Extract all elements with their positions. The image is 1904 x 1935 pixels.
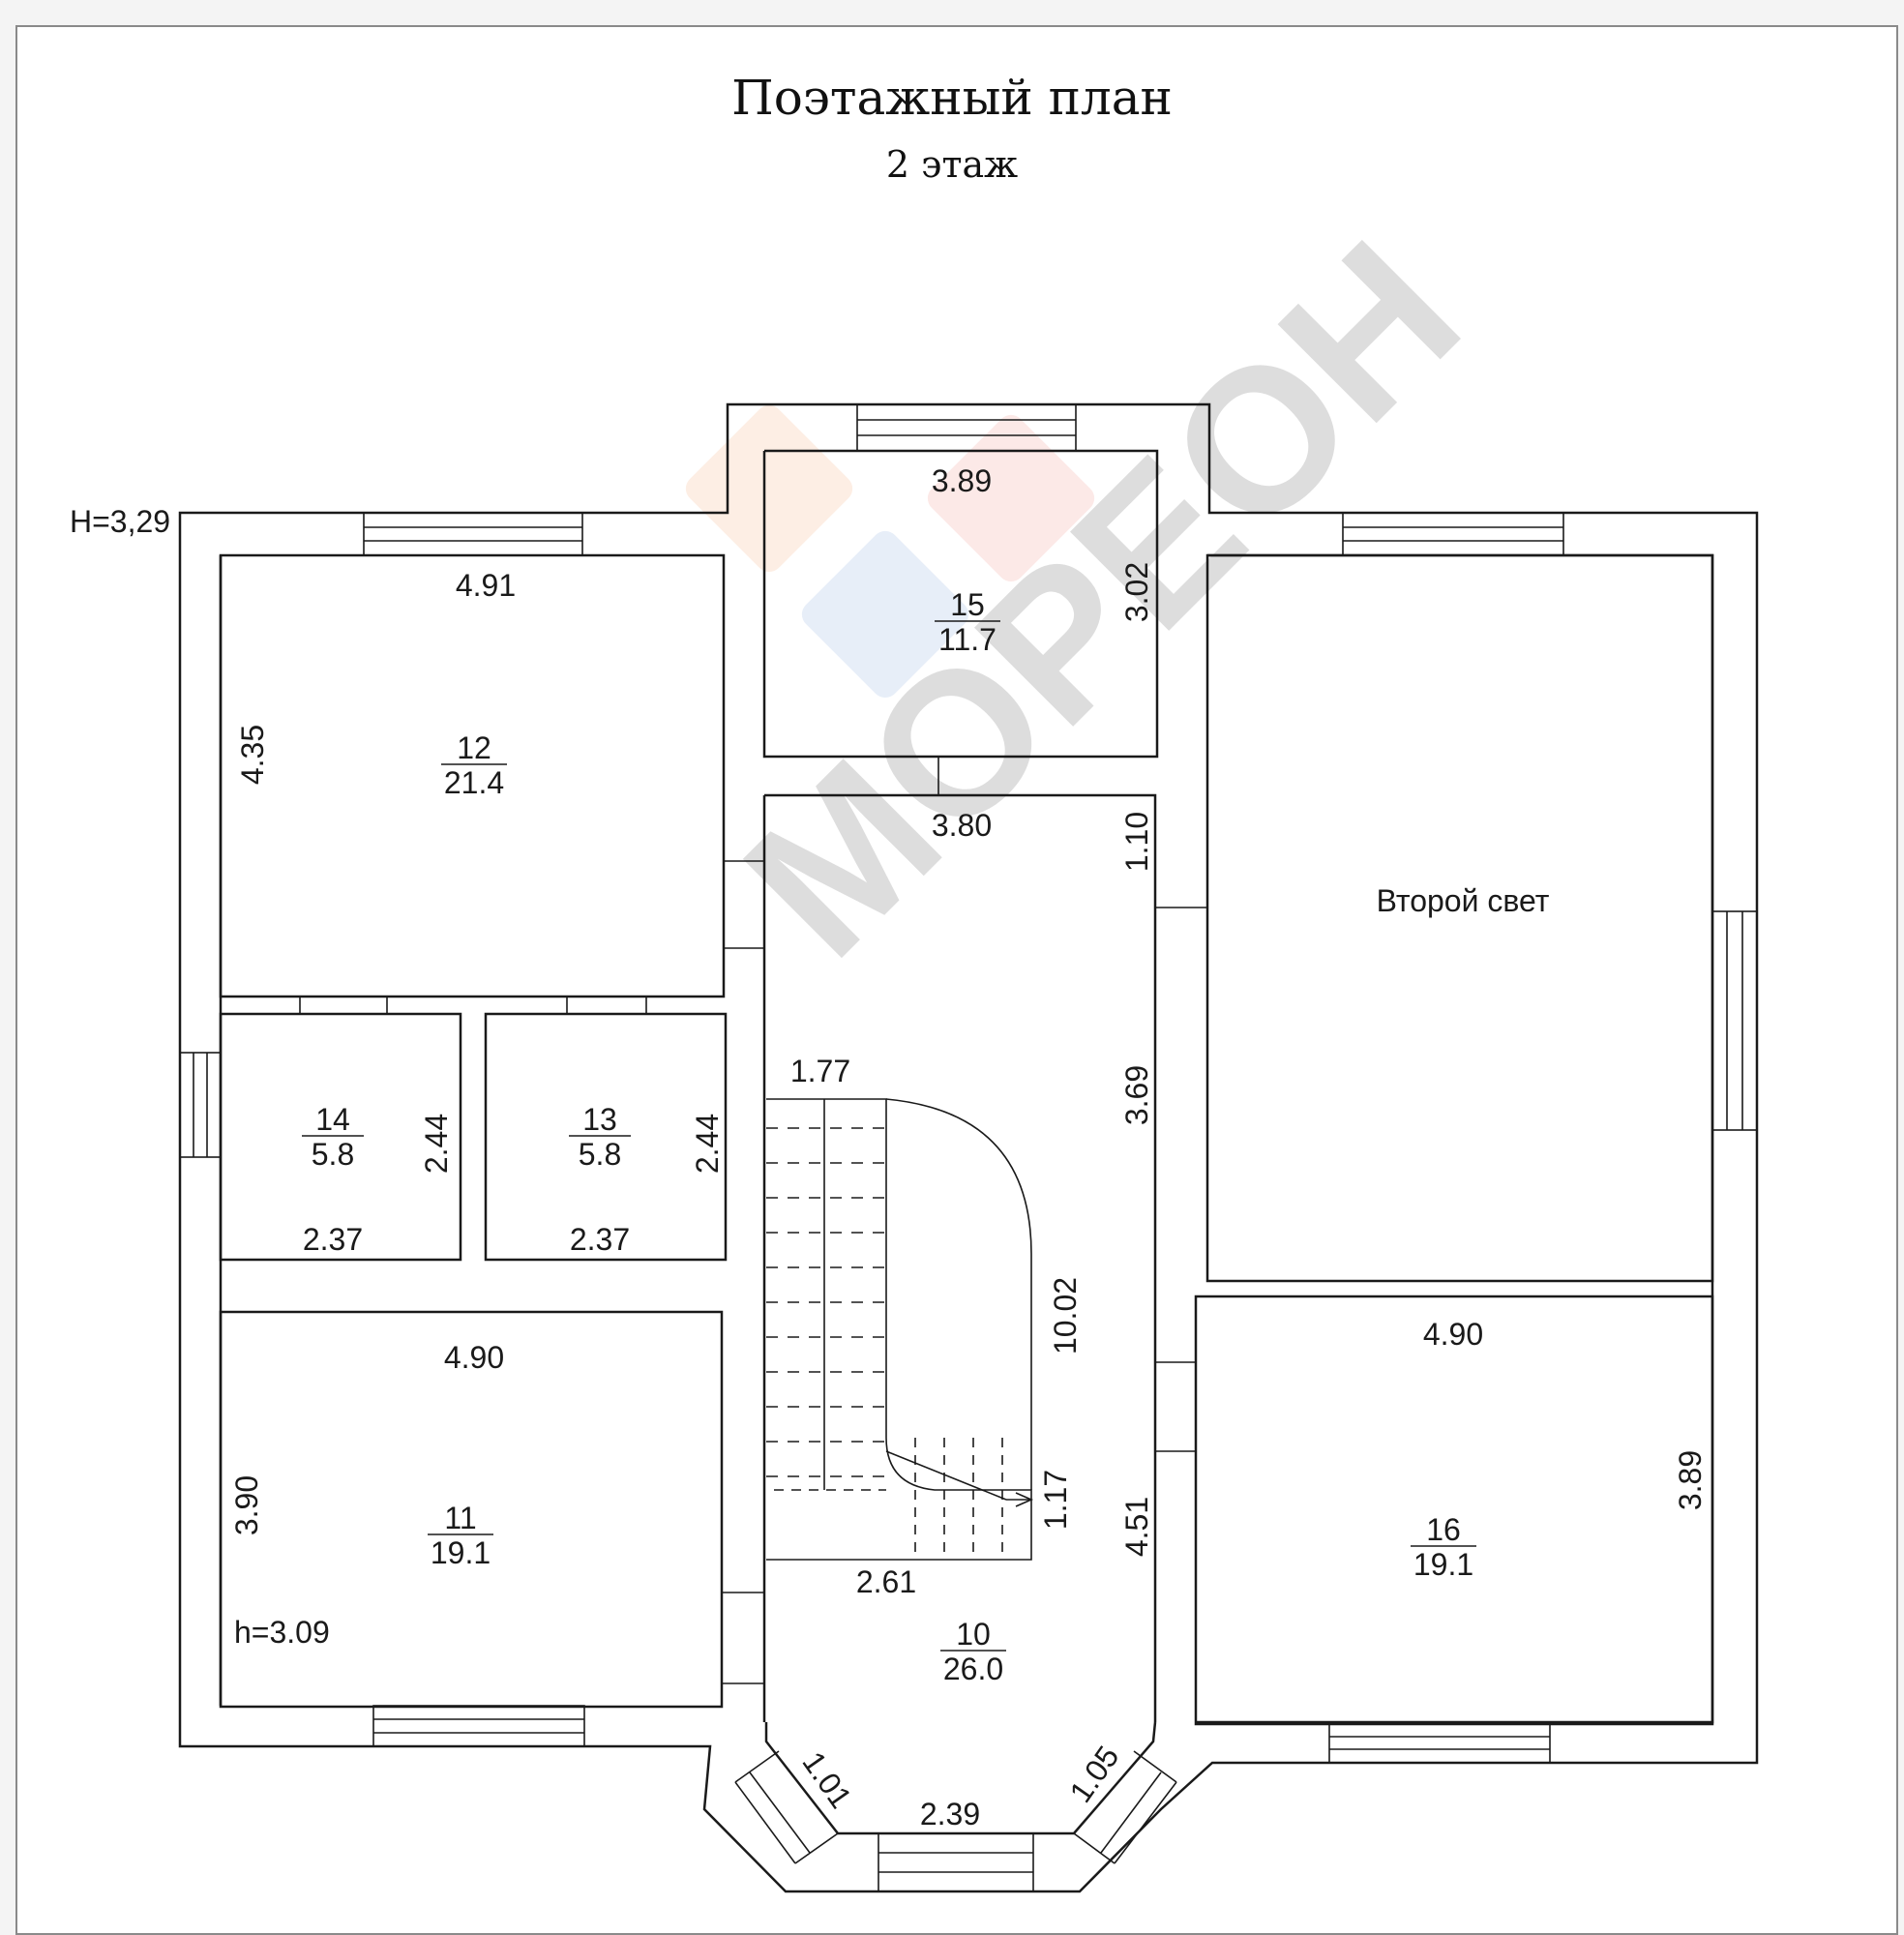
hall-10-outline bbox=[764, 793, 1157, 1722]
dim-r13-width: 2.37 bbox=[570, 1222, 630, 1257]
dim-stair-width: 1.77 bbox=[790, 1054, 850, 1088]
watermark-logo bbox=[685, 404, 1095, 699]
dim-r14-width: 2.37 bbox=[303, 1222, 363, 1257]
dim-stair-landing: 1.17 bbox=[1038, 1470, 1073, 1530]
dim-hall-top-width: 3.80 bbox=[932, 808, 992, 843]
window-room14 bbox=[179, 1052, 222, 1158]
dim-r12-width: 4.91 bbox=[456, 568, 516, 603]
room-14-label: 14 5.8 bbox=[302, 1102, 364, 1172]
ceiling-height-room11: h=3.09 bbox=[234, 1615, 330, 1650]
dim-bay-right: 1.05 bbox=[1062, 1740, 1125, 1809]
dim-hall-lower: 4.51 bbox=[1119, 1497, 1154, 1557]
dim-r11-height: 3.90 bbox=[229, 1475, 264, 1535]
room-labels: 12 21.4 14 5.8 13 5.8 11 19.1 15 11.7 10… bbox=[302, 587, 1476, 1686]
horizontal-dimensions: 4.91 3.89 3.80 1.77 2.37 2.37 4.90 2.61 … bbox=[303, 463, 1483, 1831]
window-second-light-right bbox=[1711, 910, 1758, 1131]
ceiling-height-main: H=3,29 bbox=[70, 504, 170, 539]
room-number: 15 bbox=[950, 587, 985, 622]
room-area: 5.8 bbox=[312, 1137, 354, 1172]
door-room16 bbox=[1155, 1361, 1196, 1452]
dim-stair-length: 10.02 bbox=[1048, 1277, 1083, 1354]
door-room11 bbox=[722, 1592, 764, 1684]
second-light-outline bbox=[1205, 553, 1714, 1283]
dim-r12-height: 4.35 bbox=[235, 725, 270, 785]
room-15-label: 15 11.7 bbox=[935, 587, 1000, 657]
dim-r14-height: 2.44 bbox=[419, 1114, 454, 1174]
room-16-outline bbox=[1194, 1295, 1714, 1726]
dim-hall-upper: 1.10 bbox=[1119, 812, 1154, 872]
drawing-sheet bbox=[15, 25, 1898, 1935]
room-area: 11.7 bbox=[938, 622, 997, 657]
dim-r11-width: 4.90 bbox=[444, 1340, 504, 1375]
room-area: 19.1 bbox=[431, 1535, 491, 1570]
window-room12 bbox=[363, 512, 583, 556]
dim-stair-bottom: 2.61 bbox=[856, 1564, 916, 1599]
room-12-label: 12 21.4 bbox=[441, 730, 507, 800]
room-10-label: 10 26.0 bbox=[940, 1617, 1006, 1686]
window-room15 bbox=[856, 403, 1077, 452]
room-number: 13 bbox=[582, 1102, 617, 1137]
room-area: 21.4 bbox=[444, 765, 504, 800]
plan-title: Поэтажный план bbox=[731, 70, 1173, 126]
dim-r15-width: 3.89 bbox=[932, 463, 992, 498]
dim-hall-mid: 3.69 bbox=[1119, 1065, 1154, 1125]
room-13-label: 13 5.8 bbox=[569, 1102, 631, 1172]
room-13-outline bbox=[484, 1012, 728, 1262]
door-row-top bbox=[221, 996, 724, 1014]
room-area: 26.0 bbox=[943, 1652, 1003, 1686]
dim-r16-height: 3.89 bbox=[1673, 1450, 1708, 1510]
room-number: 10 bbox=[956, 1617, 991, 1652]
room-number: 11 bbox=[444, 1501, 476, 1535]
staircase bbox=[766, 1098, 1033, 1561]
room-number: 14 bbox=[315, 1102, 350, 1137]
vertical-dimensions: 4.35 3.02 1.10 3.69 2.44 2.44 10.02 1.17… bbox=[229, 562, 1708, 1557]
window-second-light-top bbox=[1342, 512, 1564, 556]
dim-r16-width: 4.90 bbox=[1423, 1317, 1483, 1352]
window-room11 bbox=[372, 1705, 585, 1747]
door-room12 bbox=[724, 860, 764, 949]
room-number: 12 bbox=[457, 730, 491, 765]
window-bay-left bbox=[734, 1750, 839, 1864]
dim-bay-center: 2.39 bbox=[920, 1797, 980, 1831]
room-11-label: 11 19.1 bbox=[428, 1501, 493, 1570]
room-11-outline bbox=[219, 1310, 724, 1709]
window-bay-center bbox=[878, 1832, 1034, 1892]
window-bay-right bbox=[1073, 1750, 1177, 1864]
plan-subtitle: 2 этаж bbox=[885, 143, 1019, 186]
dim-bay-left: 1.01 bbox=[795, 1745, 858, 1815]
window-room16 bbox=[1328, 1723, 1551, 1764]
room-area: 5.8 bbox=[579, 1137, 621, 1172]
second-light-label: Второй свет bbox=[1377, 883, 1550, 918]
dim-r15-height: 3.02 bbox=[1119, 562, 1154, 622]
room-16-label: 16 19.1 bbox=[1411, 1512, 1476, 1582]
room-number: 16 bbox=[1426, 1512, 1461, 1547]
dim-r13-height: 2.44 bbox=[690, 1114, 725, 1174]
room-area: 19.1 bbox=[1413, 1547, 1473, 1582]
